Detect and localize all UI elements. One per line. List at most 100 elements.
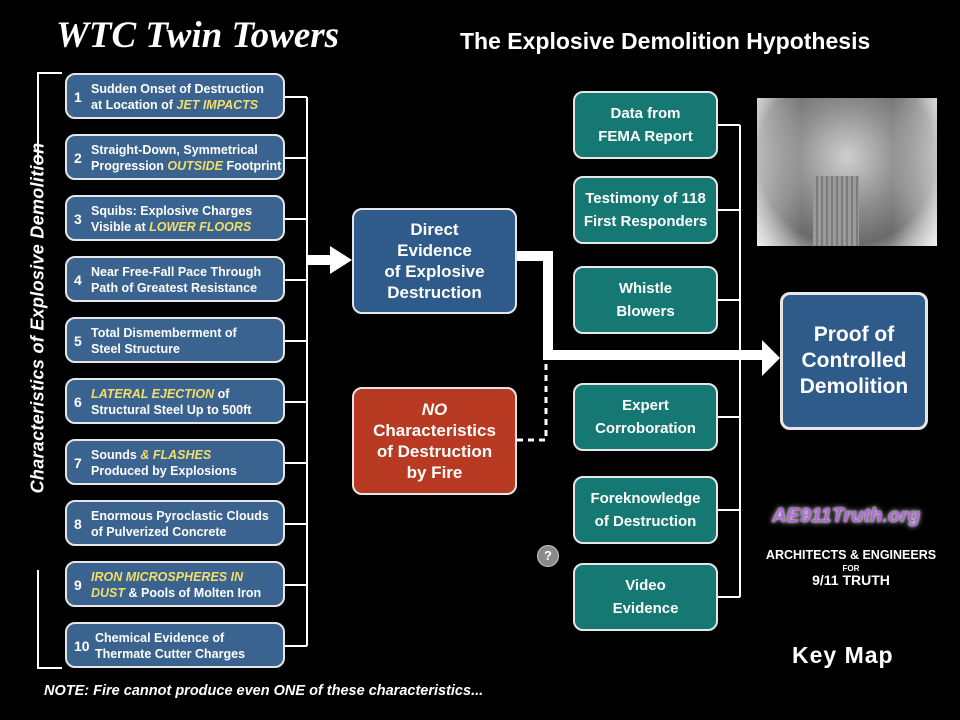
tower-collapse-photo xyxy=(757,98,937,246)
characteristic-highlight: & FLASHES xyxy=(140,448,212,462)
characteristic-line1-text: Sudden Onset of Destruction xyxy=(91,82,264,96)
characteristic-line2: Produced by Explosions xyxy=(91,463,285,479)
dashed-link xyxy=(517,362,548,442)
fire-box-text: NO Characteristics of Destruction by Fir… xyxy=(373,399,496,483)
characteristic-highlight: OUTSIDE xyxy=(167,159,223,173)
org-name-line1: ARCHITECTS & ENGINEERS xyxy=(765,548,937,562)
proof-label: Proof of Controlled Demolition xyxy=(799,323,909,398)
evidence-item[interactable]: Data from FEMA Report xyxy=(573,91,718,159)
characteristic-line1-text: Chemical Evidence of xyxy=(95,631,225,645)
characteristic-text: Enormous Pyroclastic Clouds of Pulverized… xyxy=(91,508,285,540)
char-connectors xyxy=(285,96,308,647)
characteristic-highlight: JET IMPACTS xyxy=(176,98,259,112)
characteristic-line2-text: of Pulverized Concrete xyxy=(91,525,227,539)
characteristic-line2-text: Thermate Cutter Charges xyxy=(95,647,246,661)
evidence-label: Whistle Blowers xyxy=(616,280,675,320)
direct-evidence-label: Direct Evidence of Explosive Destruction xyxy=(384,220,485,302)
characteristic-line1-text: Straight-Down, Symmetrical xyxy=(91,143,258,157)
characteristic-line1: Total Dismemberment of xyxy=(91,325,285,341)
evidence-item[interactable]: Expert Corroboration xyxy=(573,383,718,451)
characteristic-line2-text: Structural Steel Up to 500ft xyxy=(91,403,252,417)
characteristic-line2: Progression OUTSIDE Footprint xyxy=(91,158,285,174)
characteristic-line1-text: Enormous Pyroclastic Clouds xyxy=(91,509,269,523)
page-title: WTC Twin Towers xyxy=(56,15,340,56)
evidence-label: Video Evidence xyxy=(612,577,679,617)
characteristic-line1: IRON MICROSPHERES IN xyxy=(91,569,285,585)
characteristic-line1: Straight-Down, Symmetrical xyxy=(91,142,285,158)
characteristic-text: Total Dismemberment of Steel Structure xyxy=(91,325,285,357)
characteristic-line2: Path of Greatest Resistance xyxy=(91,280,285,296)
characteristic-line2: at Location of JET IMPACTS xyxy=(91,97,285,113)
characteristic-number: 6 xyxy=(74,394,82,410)
org-name-line3: 9/11 TRUTH xyxy=(812,572,890,588)
footer-note: NOTE: Fire cannot produce even ONE of th… xyxy=(44,683,484,699)
characteristic-item[interactable]: 8 Enormous Pyroclastic Clouds of Pulverize… xyxy=(65,500,285,546)
characteristic-line2: Visible at LOWER FLOORS xyxy=(91,219,285,235)
characteristic-highlight: LATERAL EJECTION xyxy=(91,387,215,401)
page-subtitle: The Explosive Demolition Hypothesis xyxy=(460,28,871,54)
org-name-line2: FOR xyxy=(842,564,860,573)
evidence-item[interactable]: Foreknowledge of Destruction xyxy=(573,476,718,544)
characteristic-line1-text: Total Dismemberment of xyxy=(91,326,237,340)
characteristic-line2: Thermate Cutter Charges xyxy=(95,646,289,662)
characteristic-line1: Sudden Onset of Destruction xyxy=(91,81,285,97)
fire-box[interactable]: NO Characteristics of Destruction by Fir… xyxy=(352,387,517,495)
direct-evidence-box[interactable]: Direct Evidence of Explosive Destruction xyxy=(352,208,517,314)
characteristic-number: 9 xyxy=(74,577,82,593)
evidence-item[interactable]: Testimony of 118 First Responders xyxy=(573,176,718,244)
characteristic-number: 4 xyxy=(74,272,82,288)
arrow-right-icon xyxy=(307,246,352,274)
bracket-line xyxy=(37,72,62,165)
characteristic-line1: Squibs: Explosive Charges xyxy=(91,203,285,219)
proof-box[interactable]: Proof of Controlled Demolition xyxy=(780,292,928,430)
characteristic-number: 7 xyxy=(74,455,82,471)
characteristic-highlight: LOWER FLOORS xyxy=(149,220,252,234)
characteristic-line2-text: at Location of xyxy=(91,98,177,112)
photo-sky xyxy=(757,98,937,246)
characteristic-line2: Structural Steel Up to 500ft xyxy=(91,402,285,418)
characteristic-line2-text: Produced by Explosions xyxy=(91,464,237,478)
evidence-label: Testimony of 118 First Responders xyxy=(583,190,708,230)
characteristic-number: 8 xyxy=(74,516,82,532)
arrow-right-icon xyxy=(762,340,780,376)
characteristic-line2-tail: Footprint xyxy=(222,159,282,173)
characteristic-number: 10 xyxy=(74,638,90,654)
key-map-label[interactable]: Key Map xyxy=(792,642,894,668)
characteristic-number: 2 xyxy=(74,150,82,166)
characteristic-line2-text: Visible at xyxy=(91,220,150,234)
characteristic-line2-text: Steel Structure xyxy=(91,342,180,356)
characteristic-item[interactable]: 10 Chemical Evidence of Thermate Cutter Ch… xyxy=(65,622,285,668)
main-flow-line xyxy=(517,251,765,360)
characteristic-line2: Steel Structure xyxy=(91,341,285,357)
characteristic-line1-text: Squibs: Explosive Charges xyxy=(91,204,253,218)
bracket-line xyxy=(37,570,62,669)
characteristic-line1-text: of xyxy=(214,387,230,401)
characteristic-line2-text: Progression xyxy=(91,159,168,173)
fire-box-highlight: NO xyxy=(421,400,448,419)
site-logo[interactable]: AE911Truth.org xyxy=(772,505,921,527)
characteristic-line2: of Pulverized Concrete xyxy=(91,524,285,540)
evidence-item[interactable]: Video Evidence xyxy=(573,563,718,631)
characteristic-number: 3 xyxy=(74,211,82,227)
evidence-label: Expert Corroboration xyxy=(595,397,696,437)
evidence-label: Data from FEMA Report xyxy=(598,105,693,145)
evidence-item[interactable]: Whistle Blowers xyxy=(573,266,718,334)
side-label: Characteristics of Explosive Demolition xyxy=(27,142,48,494)
help-icon[interactable]: ? xyxy=(537,545,559,567)
characteristic-line1: LATERAL EJECTION of xyxy=(91,386,285,402)
